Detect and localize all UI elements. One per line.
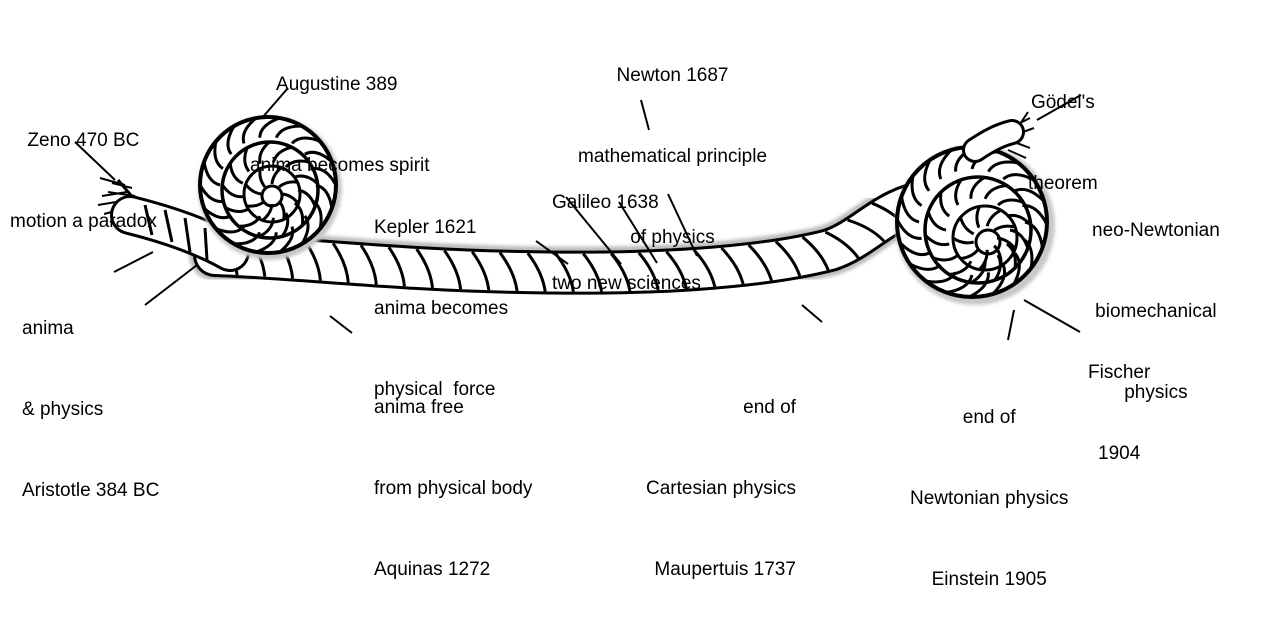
label-godel: Gödel's theorem — [1028, 35, 1098, 224]
label-galileo: Galileo 1638 two new sciences — [552, 135, 701, 324]
pointer-fischer — [1024, 300, 1080, 332]
label-einstein: end of Newtonian physics Einstein 1905 — [910, 350, 1068, 620]
label-fischer: Fischer 1904 — [1088, 305, 1150, 494]
label-zeno: Zeno 470 BC motion a paradox — [10, 73, 157, 262]
pointer-maupertuis — [802, 305, 822, 322]
pointer-einstein — [1008, 310, 1014, 340]
pointer-aquinas — [330, 316, 352, 333]
label-aquinas: anima free from physical body Aquinas 12… — [374, 340, 532, 610]
label-anima-aristotle: anima & physics Aristotle 384 BC — [22, 261, 159, 531]
label-maupertuis: end of Cartesian physics Maupertuis 1737 — [646, 340, 796, 610]
